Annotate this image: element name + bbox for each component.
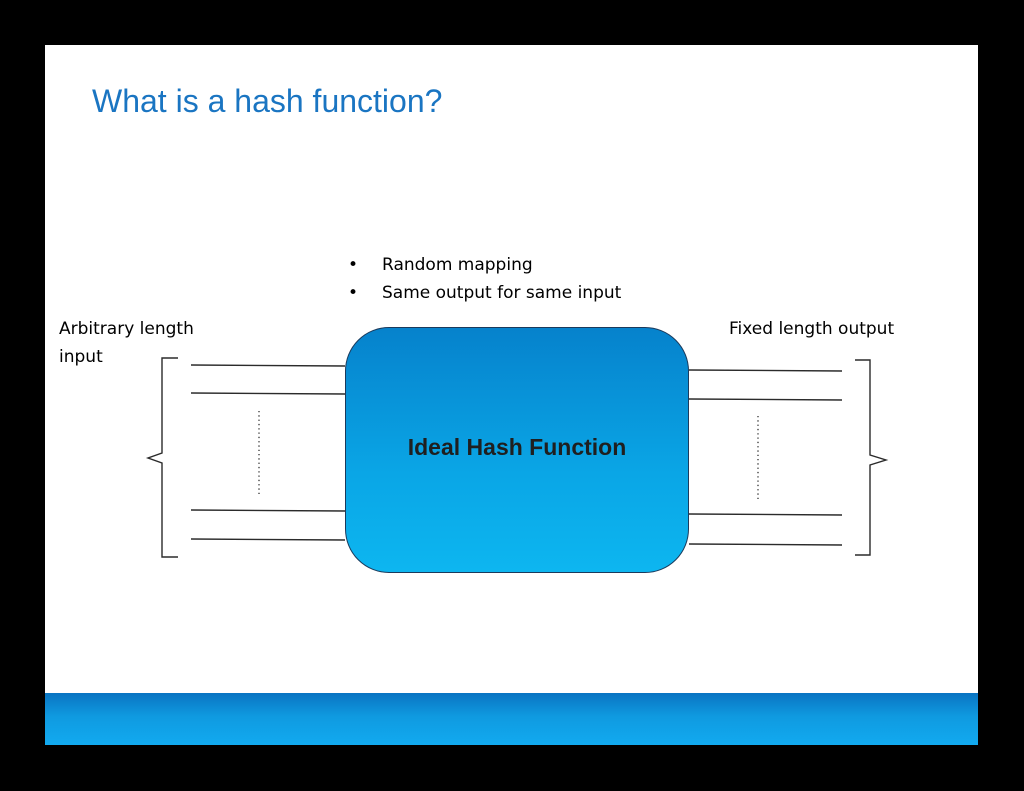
input-line bbox=[190, 364, 346, 367]
output-brace bbox=[855, 359, 889, 556]
output-label: Fixed length output bbox=[729, 319, 895, 339]
input-label: Arbitrary length input bbox=[59, 319, 194, 367]
property-item: • Same output for same input bbox=[345, 279, 621, 307]
property-item: • Random mapping bbox=[345, 251, 621, 279]
bullet-icon: • bbox=[348, 255, 359, 275]
output-line bbox=[688, 398, 843, 401]
input-line bbox=[190, 392, 346, 395]
output-line bbox=[688, 543, 843, 546]
hash-function-box: Ideal Hash Function bbox=[345, 327, 689, 573]
hash-function-label: Ideal Hash Function bbox=[407, 433, 627, 460]
input-line bbox=[190, 538, 346, 541]
output-line bbox=[688, 369, 843, 372]
property-text: Random mapping bbox=[382, 255, 533, 275]
slide: What is a hash function? • Random mappin… bbox=[45, 45, 978, 745]
hash-diagram bbox=[145, 357, 889, 558]
property-list: • Random mapping • Same output for same … bbox=[345, 251, 621, 307]
input-line bbox=[190, 509, 346, 512]
property-text: Same output for same input bbox=[382, 283, 622, 303]
input-brace bbox=[145, 357, 178, 558]
output-line bbox=[688, 513, 843, 516]
bullet-icon: • bbox=[348, 283, 359, 303]
slide-title: What is a hash function? bbox=[92, 83, 443, 119]
footer-bar bbox=[45, 693, 978, 745]
